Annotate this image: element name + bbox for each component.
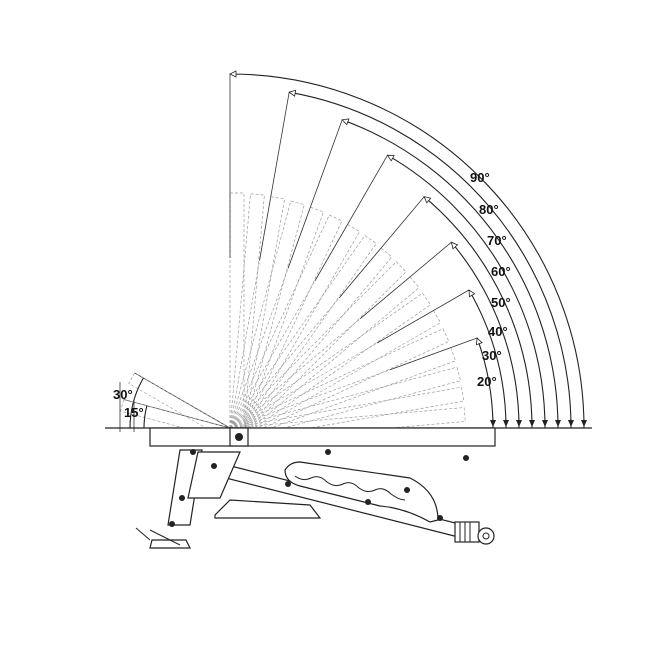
baseline-arrow-60 — [542, 420, 548, 427]
backrest-outline-85 — [229, 193, 265, 430]
angle-arc-50 — [423, 196, 533, 429]
label-20: 20° — [477, 374, 497, 389]
angle-arc-30 — [468, 289, 507, 429]
angle-leader-40 — [359, 241, 452, 320]
back-angle-labels: 90° 80° 70° 60° 50° 40° 30° 20° — [470, 170, 511, 389]
backrest-outline-75 — [229, 200, 305, 433]
label-seat-15: 15° — [124, 405, 144, 420]
baseline-arrow-70 — [555, 420, 561, 427]
baseline-arrow-50 — [529, 420, 535, 427]
rear-foot — [149, 539, 191, 549]
ladder-bracket — [284, 461, 439, 523]
center-support — [214, 499, 322, 519]
backrest-outline-90 — [229, 192, 245, 429]
label-40: 40° — [488, 324, 508, 339]
backrest-outline-30 — [229, 310, 441, 441]
backrest-outline-20 — [229, 347, 457, 442]
angle-leader-60 — [314, 155, 388, 281]
baseline-arrow-20 — [490, 420, 496, 427]
backrest-outline-45 — [229, 261, 407, 439]
angle-leader-30 — [377, 289, 470, 344]
seat-arc-15 — [143, 405, 148, 429]
backrest-outline-15 — [229, 366, 462, 442]
label-30: 30° — [482, 348, 502, 363]
label-80: 80° — [479, 202, 499, 217]
label-50: 50° — [491, 295, 511, 310]
label-70: 70° — [487, 233, 507, 248]
angle-arc-80 — [289, 91, 572, 429]
seat-angle-marks — [119, 372, 231, 441]
angle-leader-80 — [259, 92, 290, 261]
backrest-outline-5 — [229, 407, 466, 443]
baseline-arrow-80 — [568, 420, 574, 427]
front-wheel — [477, 527, 495, 545]
angle-leader-20 — [389, 337, 478, 371]
backrest-outline-65 — [229, 214, 343, 435]
angle-arc-90 — [229, 73, 585, 429]
backrest-outline-35 — [229, 292, 431, 440]
label-90: 90° — [470, 170, 490, 185]
angle-arc-60 — [387, 154, 546, 429]
backrest-outline-25 — [229, 328, 450, 442]
angle-leader-70 — [287, 119, 343, 269]
label-seat-30: 30° — [113, 387, 133, 402]
seat-pad — [149, 427, 496, 447]
hinge-pin — [235, 433, 243, 441]
baseline-arrow-90 — [581, 420, 587, 427]
backrest-positions — [229, 192, 466, 443]
baseline-arrow-40 — [516, 420, 522, 427]
bench-frame — [105, 427, 592, 549]
wheel-housing — [454, 521, 480, 543]
angle-arc-70 — [342, 119, 559, 429]
backrest-outline-40 — [229, 276, 420, 440]
angle-leader-50 — [338, 196, 425, 299]
backrest-outline-60 — [229, 224, 361, 436]
angle-arcs — [229, 70, 587, 429]
label-60: 60° — [491, 264, 511, 279]
angle-arc-40 — [450, 241, 520, 429]
seat-angle-labels: 30° 15° — [113, 387, 144, 420]
baseline-arrow-30 — [503, 420, 509, 427]
